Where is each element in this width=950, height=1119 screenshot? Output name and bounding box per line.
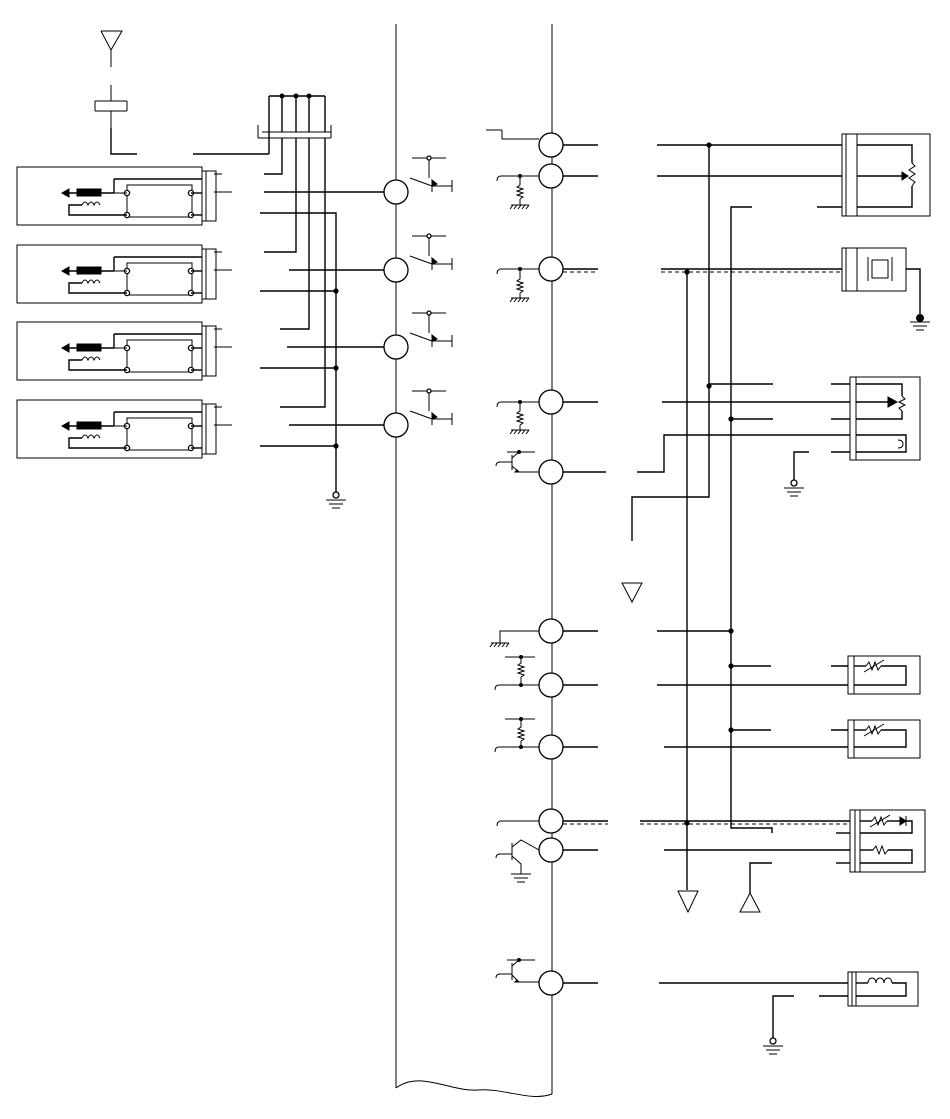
ecu-body bbox=[396, 24, 552, 1096]
ground-icon bbox=[762, 315, 931, 1055]
antenna-icon bbox=[101, 31, 122, 67]
ecu-internal bbox=[486, 130, 539, 982]
left-wires bbox=[260, 192, 384, 492]
right-wires bbox=[563, 142, 850, 1038]
ecu-pins-left bbox=[384, 180, 408, 437]
switch-module-2 bbox=[16, 244, 217, 304]
crystal-oscillator bbox=[842, 248, 920, 316]
switch-module-1 bbox=[16, 166, 217, 226]
switch-module-3 bbox=[16, 321, 217, 381]
coil-icon bbox=[868, 978, 892, 983]
capacitor-icon bbox=[95, 85, 137, 154]
ground-icon bbox=[325, 492, 347, 509]
switch-module-4 bbox=[16, 399, 217, 459]
coil-sensor bbox=[848, 972, 918, 1006]
potentiometer-sensor bbox=[842, 134, 930, 216]
transistor-icon bbox=[410, 156, 452, 425]
arrow-down-icon bbox=[622, 583, 698, 912]
module-stubs bbox=[214, 174, 232, 425]
arrow-up-icon bbox=[740, 893, 760, 912]
dual-resistor-sensor bbox=[850, 810, 925, 872]
ecu-pins-right bbox=[539, 133, 563, 995]
connector-block bbox=[193, 93, 331, 408]
potentiometer-sensor-2 bbox=[850, 377, 920, 460]
thermistor-1 bbox=[848, 656, 920, 694]
thermistor-2 bbox=[848, 720, 920, 758]
